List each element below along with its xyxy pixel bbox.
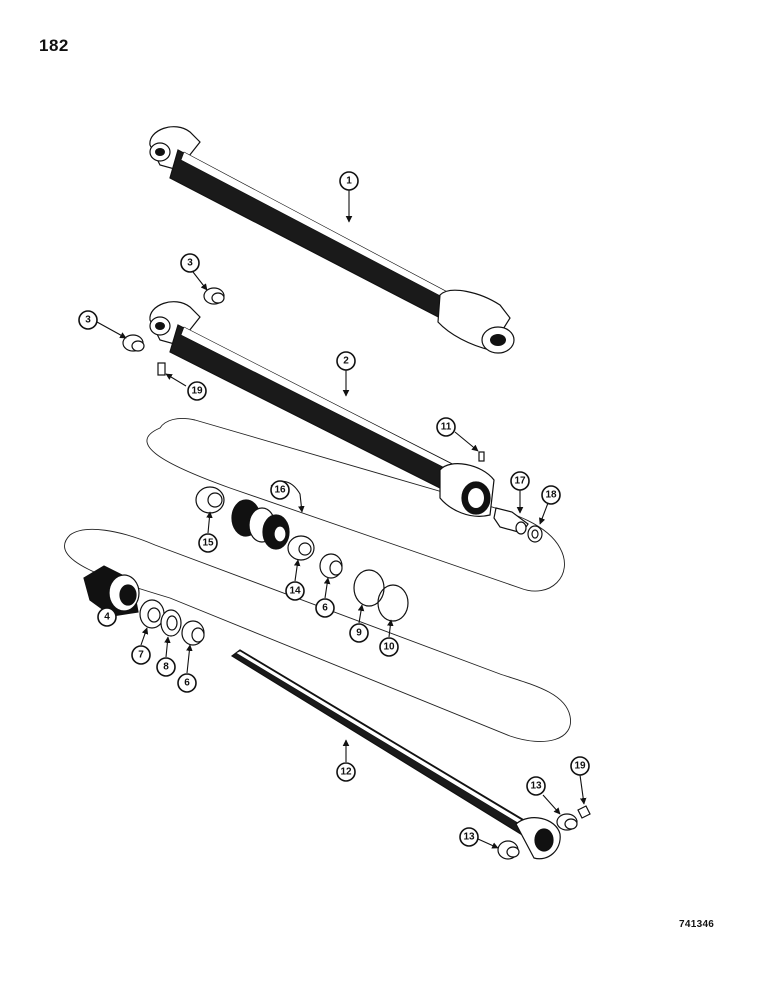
callout-6-upper: 6 [315, 598, 335, 618]
wiper-ring-8 [160, 609, 182, 637]
callout-18: 18 [541, 485, 561, 505]
svg-text:15: 15 [202, 538, 214, 549]
svg-text:13: 13 [530, 781, 542, 792]
page-number: 182 [39, 36, 69, 55]
callout-13-upper: 13 [526, 776, 546, 796]
rod-bushing-upper [556, 813, 578, 831]
rod-bushing-lower [497, 840, 520, 860]
callout-17: 17 [510, 471, 530, 491]
callout-10: 10 [379, 637, 399, 657]
svg-text:11: 11 [441, 422, 452, 433]
svg-text:14: 14 [289, 586, 301, 597]
svg-text:2: 2 [343, 356, 349, 367]
callout-8: 8 [156, 657, 176, 677]
svg-text:18: 18 [545, 490, 557, 501]
piston-rod [230, 649, 561, 860]
callout-3-upper: 3 [180, 253, 200, 273]
callout-13-lower: 13 [459, 827, 479, 847]
callout-12: 12 [336, 762, 356, 782]
svg-text:13: 13 [463, 832, 475, 843]
callout-11: 11 [436, 417, 456, 437]
piston-ring-14 [287, 535, 315, 561]
seal-7 [139, 599, 165, 629]
cylinder-assembly [149, 126, 515, 354]
grease-fitting-upper [157, 362, 166, 376]
callout-7: 7 [131, 645, 151, 665]
fitting [493, 507, 529, 535]
svg-text:7: 7 [138, 650, 144, 661]
svg-text:19: 19 [574, 761, 586, 772]
o-ring-9 [353, 569, 385, 607]
svg-text:3: 3 [85, 315, 91, 326]
cylinder-barrel [149, 301, 495, 517]
assembly-loop-lower [64, 528, 571, 742]
callout-2: 2 [336, 351, 356, 371]
svg-text:4: 4 [104, 612, 110, 623]
svg-text:19: 19 [191, 386, 203, 397]
callout-9: 9 [349, 623, 369, 643]
assembly-loop-upper [146, 417, 565, 592]
callout-19-rod: 19 [570, 756, 590, 776]
set-screw [478, 451, 485, 462]
svg-text:10: 10 [383, 642, 395, 653]
svg-text:1: 1 [346, 176, 352, 187]
cylinder-head [83, 565, 140, 617]
backup-ring-10 [377, 584, 409, 622]
bearing-upper [319, 553, 343, 579]
bushing-upper [203, 287, 225, 305]
svg-text:6: 6 [322, 603, 328, 614]
svg-text:9: 9 [356, 628, 362, 639]
leader-lines [96, 190, 587, 849]
callout-19-upper: 19 [187, 381, 207, 401]
bushing-left [122, 334, 145, 352]
svg-text:8: 8 [163, 662, 169, 673]
piston-nut [195, 486, 225, 514]
svg-text:12: 12 [340, 767, 352, 778]
svg-text:17: 17 [514, 476, 526, 487]
callout-16: 16 [270, 480, 290, 500]
svg-text:6: 6 [184, 678, 190, 689]
piston-seal-assembly [231, 499, 290, 550]
callout-6-lower: 6 [177, 673, 197, 693]
callout-14: 14 [285, 581, 305, 601]
grease-fitting-rod [577, 805, 591, 819]
callout-4: 4 [97, 607, 117, 627]
washer-18 [527, 525, 543, 543]
callout-3-left: 3 [78, 310, 98, 330]
callout-1: 1 [339, 171, 359, 191]
svg-text:3: 3 [187, 258, 193, 269]
callout-15: 15 [198, 533, 218, 553]
bearing-lower [181, 620, 205, 646]
figure-code: 741346 [679, 919, 715, 930]
svg-text:16: 16 [274, 485, 286, 496]
